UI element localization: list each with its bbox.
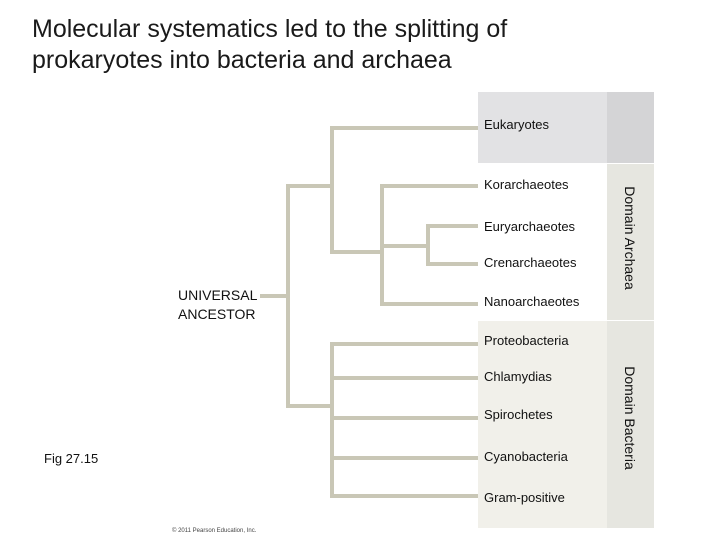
taxon-cyanobacteria: Cyanobacteria: [484, 449, 568, 464]
copyright-notice: © 2011 Pearson Education, Inc.: [172, 528, 257, 534]
eukaryotes-band: [478, 92, 607, 163]
taxon-proteobacteria: Proteobacteria: [484, 333, 569, 348]
universal-ancestor-line1: UNIVERSAL: [178, 287, 258, 303]
archaea-domain-tab: [607, 163, 654, 320]
domain-bacteria-label: Domain Bacteria: [622, 366, 638, 470]
bacteria-band: [478, 320, 607, 528]
eukaryotes-domain-tab: [607, 92, 654, 163]
taxon-korarchaeotes: Korarchaeotes: [484, 177, 569, 192]
taxon-spirochetes: Spirochetes: [484, 407, 553, 422]
universal-ancestor-line2: ANCESTOR: [178, 306, 256, 322]
bacteria-domain-tab: [607, 320, 654, 528]
archaea-band: [478, 163, 607, 320]
taxon-eukaryotes: Eukaryotes: [484, 117, 550, 132]
page-title: Molecular systematics led to the splitti…: [32, 15, 508, 74]
band-divider: [478, 320, 654, 321]
taxon-gram-positive: Gram-positive: [484, 490, 565, 505]
taxon-euryarchaeotes: Euryarchaeotes: [484, 219, 576, 234]
taxon-chlamydias: Chlamydias: [484, 369, 552, 384]
figure-number: Fig 27.15: [44, 451, 99, 466]
taxon-crenarchaeotes: Crenarchaeotes: [484, 255, 577, 270]
domain-archaea-label: Domain Archaea: [622, 186, 638, 290]
band-divider: [478, 163, 654, 164]
universal-ancestor-label: UNIVERSAL ANCESTOR: [178, 286, 257, 324]
taxon-nanoarchaeotes: Nanoarchaeotes: [484, 294, 580, 309]
